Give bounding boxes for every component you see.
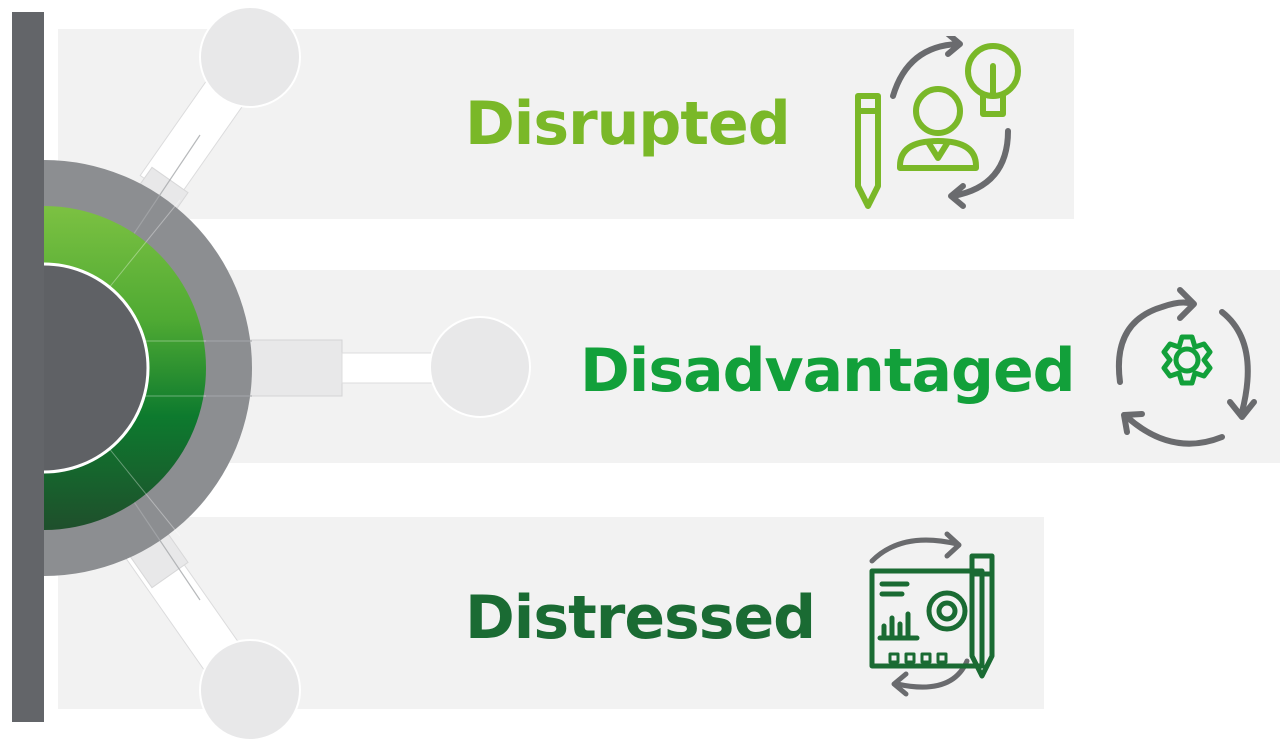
node-circle-bottom: [199, 639, 301, 741]
stage-label-disrupted: Disrupted: [465, 89, 791, 159]
vertical-bar: [12, 12, 44, 722]
connector-middle: [239, 339, 433, 397]
node-circle-top: [199, 6, 301, 108]
idea-person-pencil-icon: [855, 36, 1021, 209]
stage-label-disadvantaged: Disadvantaged: [580, 336, 1076, 406]
node-circle-middle: [429, 316, 531, 418]
dashboard-process-icon: [869, 531, 995, 697]
stage-label-distressed: Distressed: [465, 583, 816, 653]
gear-cycle-icon: [1116, 287, 1257, 447]
inner-core: [44, 262, 150, 474]
